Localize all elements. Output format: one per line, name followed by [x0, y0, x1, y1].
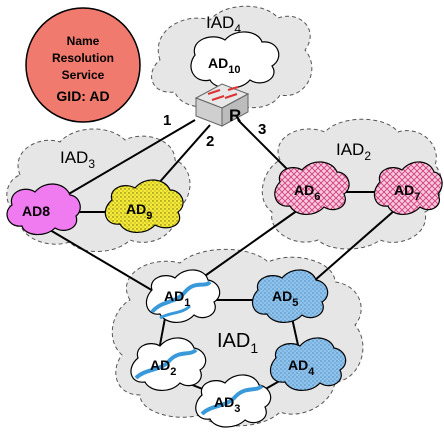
iad2-cloud	[261, 118, 443, 250]
ad4-label: AD4	[288, 357, 315, 378]
ad4-cloud: AD4	[269, 337, 347, 391]
ad1-label: AD1	[164, 288, 190, 309]
ad2-cloud: AD2	[130, 337, 207, 391]
iad4-label: IAD4	[206, 13, 241, 36]
nrs-gid: GID: AD	[56, 88, 109, 104]
link-label-3: 3	[258, 121, 266, 138]
ad10-label: AD10	[208, 55, 240, 76]
nrs-line2: Resolution	[52, 51, 114, 65]
iad2-label: IAD2	[336, 140, 371, 163]
ad2-label: AD2	[150, 357, 176, 378]
name-resolution-service: Name Resolution Service GID: AD	[25, 7, 141, 123]
ad7-label: AD7	[394, 182, 420, 203]
nrs-line1: Name	[67, 34, 100, 48]
ad9-cloud: AD9	[104, 179, 184, 233]
ad3-cloud: AD3	[195, 374, 272, 428]
router-icon: R	[194, 83, 250, 127]
ad8-label: AD8	[22, 203, 50, 219]
link-ad1-ad2	[159, 317, 166, 346]
router-label: R	[229, 106, 241, 125]
ad5-cloud: AD5	[251, 269, 329, 323]
ad7-cloud: AD7	[373, 161, 443, 215]
ad6-cloud: AD6	[274, 161, 350, 215]
ad9-label: AD9	[126, 201, 152, 222]
ad1-cloud: AD1	[145, 269, 221, 323]
ad5-label: AD5	[272, 288, 298, 309]
link-label-2: 2	[206, 133, 214, 150]
ad8-cloud: AD8	[6, 183, 81, 236]
iad3-label: IAD3	[60, 148, 95, 171]
nrs-line3: Service	[62, 68, 105, 82]
iad1-label: IAD1	[217, 330, 258, 356]
link-ad5-ad4	[291, 317, 299, 346]
link-label-1: 1	[163, 112, 171, 129]
link-ad8-ad1	[49, 229, 161, 296]
ad6-label: AD6	[294, 182, 320, 203]
ad3-label: AD3	[214, 394, 240, 415]
ad10-cloud: AD10	[190, 31, 280, 89]
